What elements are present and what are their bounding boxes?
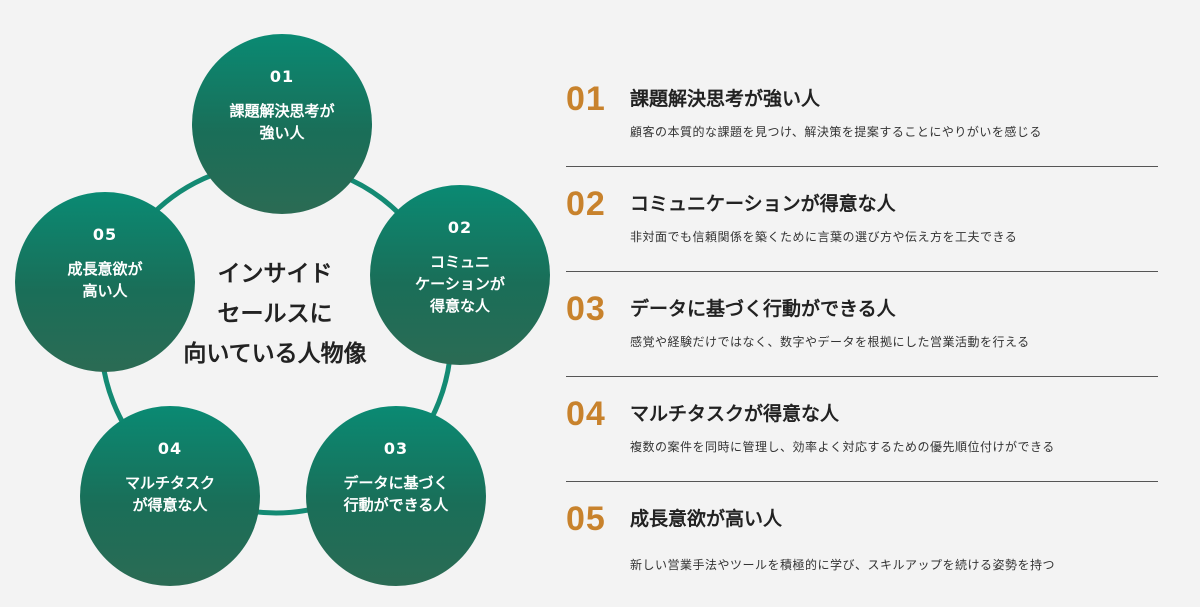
item-title: 成長意欲が高い人 [630,508,783,530]
circle-label: 成長意欲が 高い人 [67,260,143,300]
list-item: 04 マルチタスクが得意な人 複数の案件を同時に管理し、効率よく対応するための優… [566,377,1158,482]
item-title: コミュニケーションが得意な人 [630,193,896,215]
circle-number: 05 [92,225,118,244]
circle-04: 04 マルチタスク が得意な人 [80,406,260,586]
item-title: データに基づく行動ができる人 [630,298,896,320]
item-number: 05 [566,500,606,538]
item-description: 非対面でも信頼関係を築くために言葉の選び方や伝え方を工夫できる [630,230,1018,244]
item-description: 新しい営業手法やツールを積極的に学び、スキルアップを続ける姿勢を持つ [630,558,1056,572]
list-item: 02 コミュニケーションが得意な人 非対面でも信頼関係を築くために言葉の選び方や… [566,167,1158,272]
circle-03: 03 データに基づく 行動ができる人 [306,406,486,586]
circle-label: マルチタスク が得意な人 [124,474,215,514]
circle-number: 04 [157,439,183,458]
circle-01: 01 課題解決思考が 強い人 [192,34,372,214]
circle-number: 01 [269,67,295,86]
trait-list: 01 課題解決思考が強い人 顧客の本質的な課題を見つけ、解決策を提案することにや… [566,62,1158,587]
item-number: 02 [566,185,606,223]
item-description: 複数の案件を同時に管理し、効率よく対応するための優先順位付けができる [630,440,1055,454]
list-item: 05 成長意欲が高い人 新しい営業手法やツールを積極的に学び、スキルアップを続け… [566,482,1158,587]
item-title: 課題解決思考が強い人 [630,88,821,110]
circle-05: 05 成長意欲が 高い人 [15,192,195,372]
item-description: 顧客の本質的な課題を見つけ、解決策を提案することにやりがいを感じる [630,125,1042,139]
item-description: 感覚や経験だけではなく、数字やデータを根拠にした営業活動を行える [630,335,1030,349]
list-item: 01 課題解決思考が強い人 顧客の本質的な課題を見つけ、解決策を提案することにや… [566,62,1158,167]
item-title: マルチタスクが得意な人 [630,403,840,425]
circle-number: 03 [383,439,409,458]
list-item: 03 データに基づく行動ができる人 感覚や経験だけではなく、数字やデータを根拠に… [566,272,1158,377]
item-number: 04 [566,395,606,433]
circle-label: 課題解決思考が 強い人 [229,102,335,142]
center-title: インサイド セールスに 向いている人物像 [183,261,367,367]
circle-number: 02 [447,218,473,237]
circle-02: 02 コミュニ ケーションが 得意な人 [370,185,550,365]
circle-label: コミュニ ケーションが 得意な人 [415,253,505,315]
circle-label: データに基づく 行動ができる人 [343,474,449,514]
item-number: 03 [566,290,606,328]
item-number: 01 [566,80,606,118]
